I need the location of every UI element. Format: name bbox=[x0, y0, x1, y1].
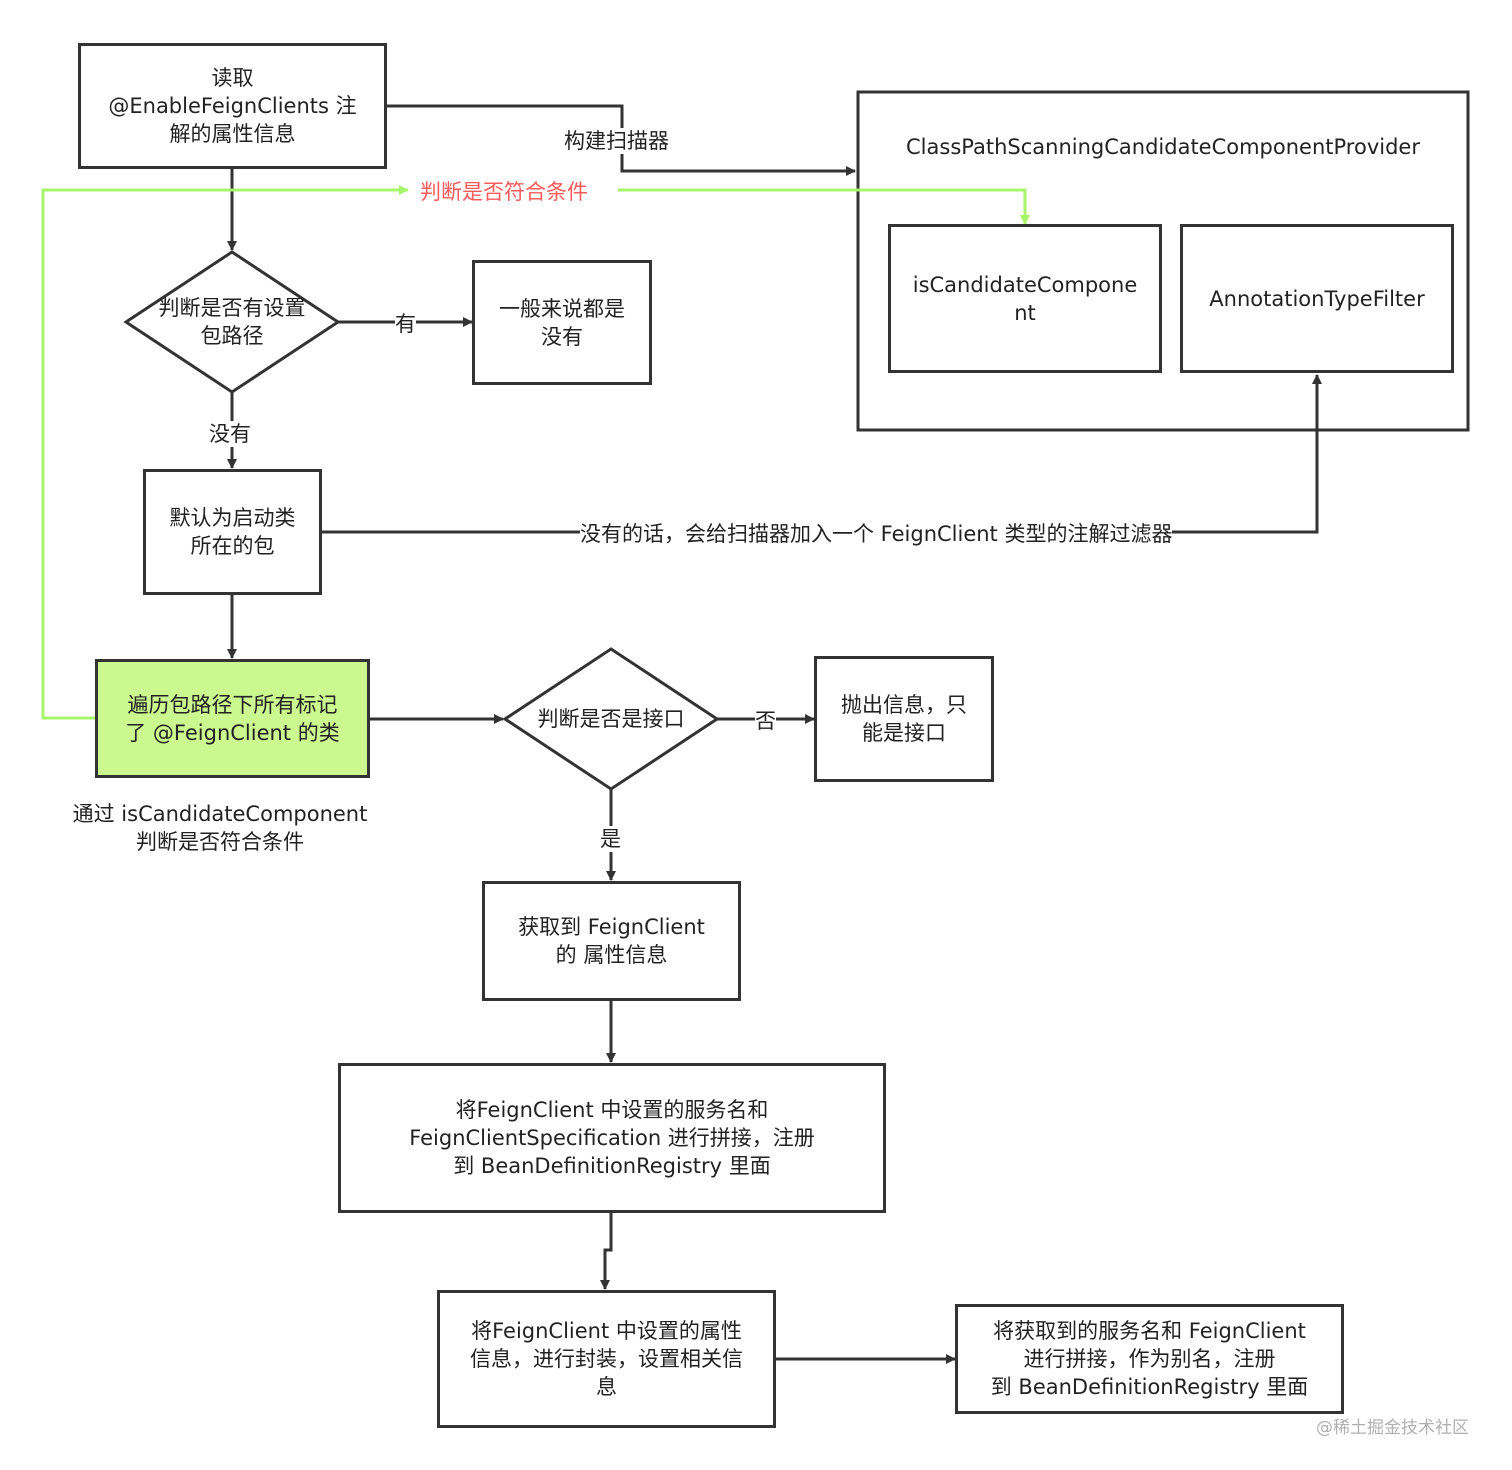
is-candidate-text: isCandidateCompone nt bbox=[912, 272, 1138, 325]
default-package-box: 默认为启动类 所在的包 bbox=[143, 469, 322, 595]
yes-have-label: 有 bbox=[395, 311, 416, 337]
annotation-filter-box: AnnotationTypeFilter bbox=[1180, 224, 1454, 373]
alias-box: 将获取到的服务名和 FeignClient 进行拼接，作为别名，注册 到 Bea… bbox=[955, 1304, 1344, 1414]
get-attributes-text: 获取到 FeignClient 的 属性信息 bbox=[518, 915, 705, 967]
throw-info-text: 抛出信息，只 能是接口 bbox=[841, 693, 967, 745]
check-package-label: 判断是否有设置 包路径 bbox=[158, 296, 306, 348]
throw-info-box: 抛出信息，只 能是接口 bbox=[814, 656, 994, 782]
encapsulate-box: 将FeignClient 中设置的属性 信息，进行封装，设置相关信 息 bbox=[437, 1290, 776, 1428]
no-label: 否 bbox=[755, 708, 776, 734]
register-spec-box: 将FeignClient 中设置的服务名和 FeignClientSpecifi… bbox=[338, 1063, 886, 1213]
register-spec-text: 将FeignClient 中设置的服务名和 FeignClientSpecifi… bbox=[409, 1098, 815, 1178]
read-attributes-text: 读取 @EnableFeignClients 注 解的属性信息 bbox=[108, 66, 357, 146]
via-candidate-note: 通过 isCandidateComponent 判断是否符合条件 bbox=[72, 802, 368, 854]
build-scanner-label: 构建扫描器 bbox=[564, 128, 669, 154]
yes-label: 是 bbox=[600, 826, 621, 852]
watermark: @稀土掘金技术社区 bbox=[1316, 1418, 1469, 1438]
get-attributes-box: 获取到 FeignClient 的 属性信息 bbox=[482, 881, 741, 1001]
traverse-box: 遍历包路径下所有标记 了 @FeignClient 的类 bbox=[95, 659, 370, 778]
edge-register-to-encapsulate bbox=[600, 1211, 613, 1290]
generally-none-text: 一般来说都是 没有 bbox=[499, 296, 625, 349]
alias-text: 将获取到的服务名和 FeignClient 进行拼接，作为别名，注册 到 Bea… bbox=[990, 1319, 1309, 1399]
annotation-filter-text: AnnotationTypeFilter bbox=[1209, 286, 1425, 311]
check-interface-label: 判断是否是接口 bbox=[537, 707, 685, 731]
add-filter-label: 没有的话，会给扫描器加入一个 FeignClient 类型的注解过滤器 bbox=[580, 521, 1173, 547]
traverse-text: 遍历包路径下所有标记 了 @FeignClient 的类 bbox=[125, 692, 340, 745]
scanner-provider-title: ClassPathScanningCandidateComponentProvi… bbox=[906, 135, 1420, 159]
no-have-label: 没有 bbox=[209, 421, 251, 447]
check-condition-label: 判断是否符合条件 bbox=[420, 179, 588, 205]
edge-condition-to-candidate bbox=[618, 188, 1030, 225]
default-package-text: 默认为启动类 所在的包 bbox=[169, 506, 296, 558]
read-attributes-box: 读取 @EnableFeignClients 注 解的属性信息 bbox=[78, 43, 387, 169]
encapsulate-text: 将FeignClient 中设置的属性 信息，进行封装，设置相关信 息 bbox=[470, 1319, 743, 1399]
is-candidate-box: isCandidateCompone nt bbox=[888, 224, 1162, 373]
generally-none-box: 一般来说都是 没有 bbox=[472, 260, 652, 385]
edge-traverse-to-condition bbox=[41, 185, 409, 720]
